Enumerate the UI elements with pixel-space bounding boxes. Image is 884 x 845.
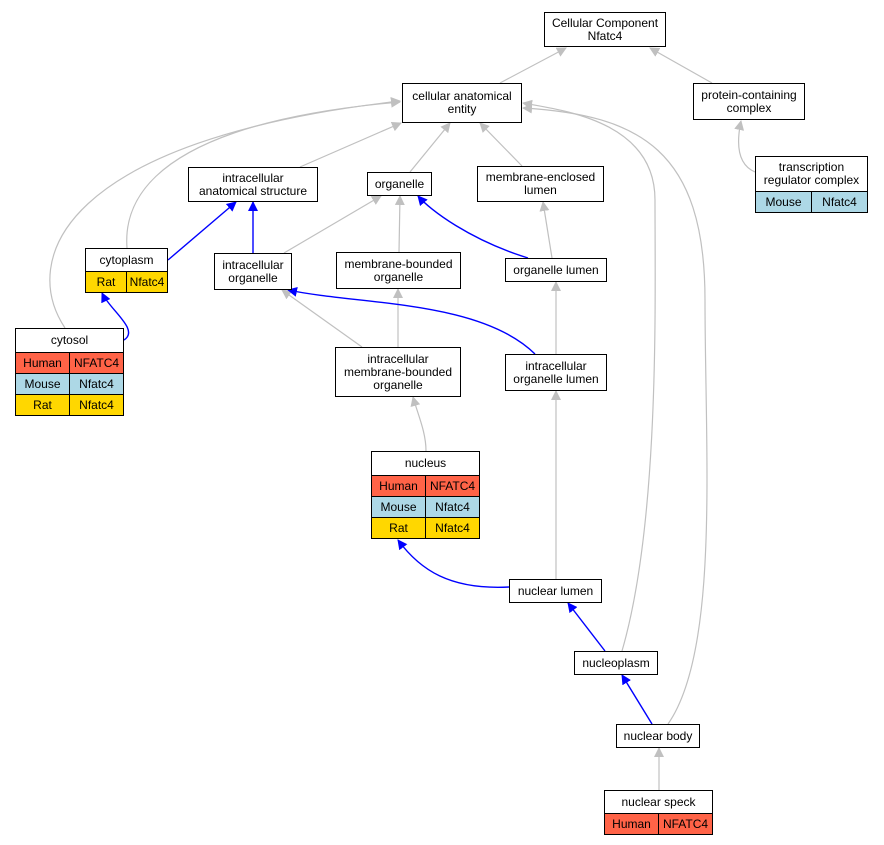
node-label: organelle: [374, 176, 425, 191]
gene-symbol[interactable]: Nfatc4: [79, 376, 114, 391]
node-label: membrane-enclosed lumen: [485, 170, 596, 197]
node-label: cytoplasm: [99, 252, 154, 267]
edge-nucleoplasm-to-nuclear-lumen: [567, 602, 606, 652]
node-label: transcription regulator complex: [763, 160, 860, 187]
organism-label: Rat: [86, 272, 127, 292]
gene-symbol[interactable]: Nfatc4: [79, 397, 114, 412]
node-nuclear-body[interactable]: nuclear body: [616, 724, 700, 748]
organism-label: Mouse: [16, 374, 70, 394]
organism-label: Human: [16, 353, 70, 373]
gene-symbol[interactable]: Nfatc4: [435, 499, 470, 514]
node-membrane-bounded-organelle[interactable]: membrane-bounded organelle: [336, 252, 461, 289]
organism-label: Human: [605, 814, 659, 834]
edge-intracellular-membrane-bounded-organelle-to-intracellular-organelle: [281, 289, 363, 348]
gene-symbol[interactable]: Nfatc4: [435, 520, 470, 535]
node-label: nucleus: [404, 456, 447, 470]
node-nucleoplasm[interactable]: nucleoplasm: [574, 651, 658, 675]
gene-symbol[interactable]: NFATC4: [429, 478, 476, 493]
node-label: intracellular membrane-bounded organelle: [343, 351, 453, 392]
gene-symbol[interactable]: NFATC4: [73, 355, 120, 370]
node-label: Cellular Component Nfatc4: [551, 15, 659, 43]
edge-cytoplasm-to-intracellular-anatomical-structure: [167, 201, 237, 261]
node-label: cellular anatomical entity: [412, 89, 512, 116]
edge-intracellular-organelle-lumen-to-intracellular-organelle: [287, 286, 536, 355]
node-label: intracellular organelle lumen: [513, 358, 599, 386]
edge-transcription-regulator-complex-to-protein-containing-complex: [734, 120, 756, 173]
organism-label: Human: [372, 476, 426, 496]
node-intracellular-organelle-lumen[interactable]: intracellular organelle lumen: [505, 354, 607, 391]
edge-cytosol-to-cellular-anatomical-entity: [49, 97, 401, 329]
node-label: organelle lumen: [513, 262, 599, 277]
node-protein-containing-complex[interactable]: protein-containing complex: [693, 83, 805, 120]
edge-nuclear-body-to-cellular-anatomical-entity: [522, 103, 708, 725]
edge-intracellular-anatomical-structure-to-cellular-anatomical-entity: [299, 122, 402, 168]
node-label: protein-containing complex: [701, 87, 797, 115]
node-root[interactable]: Cellular Component Nfatc4: [544, 12, 666, 47]
organism-label: Mouse: [372, 497, 426, 517]
node-label: nuclear body: [623, 728, 693, 743]
node-membrane-enclosed-lumen[interactable]: membrane-enclosed lumen: [477, 166, 604, 202]
node-organelle[interactable]: organelle: [367, 172, 432, 196]
node-label: cytosol: [50, 333, 89, 347]
gene-symbol[interactable]: NFATC4: [662, 816, 709, 831]
edge-protein-containing-complex-to-root: [649, 47, 713, 84]
gene-symbol[interactable]: Nfatc4: [129, 274, 165, 289]
species-row-rat: Rat Nfatc4: [16, 394, 123, 415]
organism-label: Mouse: [756, 192, 812, 212]
edge-membrane-enclosed-lumen-to-cellular-anatomical-entity: [479, 122, 523, 167]
species-row-mouse: Mouse Nfatc4: [372, 496, 479, 517]
node-intracellular-organelle[interactable]: intracellular organelle: [214, 253, 292, 290]
species-row-rat: Rat Nfatc4: [372, 517, 479, 538]
edge-intracellular-organelle-to-organelle: [283, 195, 382, 254]
node-label: intracellular anatomical structure: [198, 170, 308, 198]
node-cellular-anatomical-entity[interactable]: cellular anatomical entity: [402, 83, 522, 123]
edge-nuclear-lumen-to-nucleus: [397, 539, 510, 588]
node-label: nuclear lumen: [517, 583, 594, 598]
node-intracellular-anatomical-structure[interactable]: intracellular anatomical structure: [188, 167, 318, 202]
node-organelle-lumen[interactable]: organelle lumen: [505, 258, 607, 282]
species-row-mouse: Mouse Nfatc4: [756, 191, 867, 212]
organism-label: Rat: [372, 518, 426, 538]
organism-label: Rat: [16, 395, 70, 415]
edge-nuclear-body-to-nucleoplasm: [621, 674, 653, 725]
node-label: nuclear speck: [621, 794, 696, 809]
species-row-mouse: Mouse Nfatc4: [16, 373, 123, 394]
edge-organelle-lumen-to-organelle: [417, 195, 529, 259]
node-label: intracellular organelle: [222, 257, 284, 285]
edge-organelle-lumen-to-membrane-enclosed-lumen: [539, 201, 553, 259]
node-nuclear-lumen[interactable]: nuclear lumen: [509, 579, 602, 603]
gene-symbol[interactable]: Nfatc4: [822, 194, 857, 209]
edge-organelle-to-cellular-anatomical-entity: [409, 122, 451, 173]
node-intracellular-membrane-bounded-organelle[interactable]: intracellular membrane-bounded organelle: [335, 347, 461, 397]
edge-nucleoplasm-to-cellular-anatomical-entity: [522, 99, 656, 652]
edge-cytosol-to-cytoplasm: [101, 292, 130, 341]
edge-cellular-anatomical-entity-to-root: [499, 47, 567, 84]
edge-membrane-bounded-organelle-to-organelle: [394, 195, 405, 253]
node-label: nucleoplasm: [582, 655, 650, 670]
edge-nucleus-to-intracellular-membrane-bounded-organelle: [410, 396, 427, 452]
node-label: membrane-bounded organelle: [344, 256, 453, 284]
